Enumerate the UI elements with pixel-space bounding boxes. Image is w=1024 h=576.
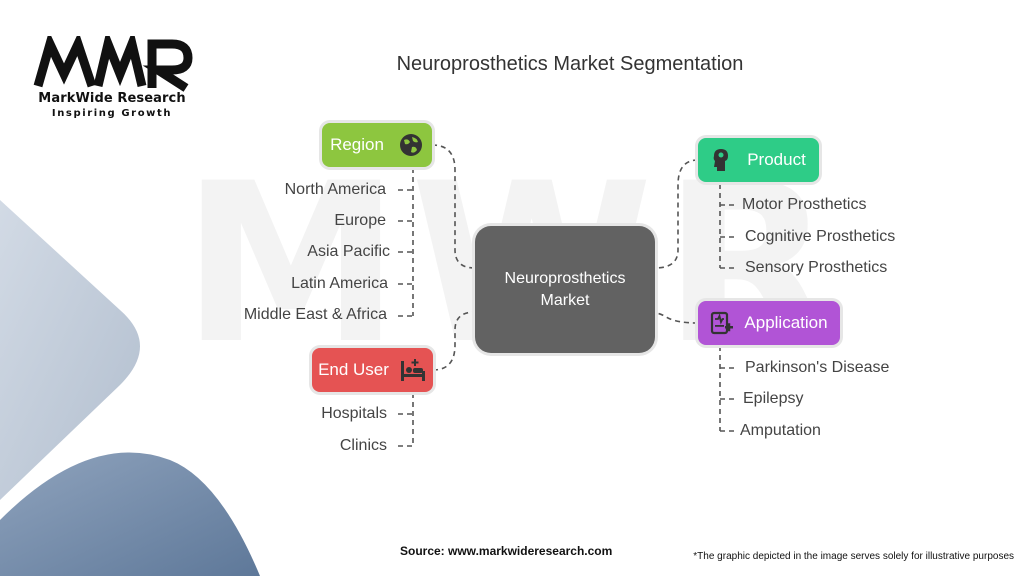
medical-report-icon bbox=[710, 310, 734, 336]
brand-logo: MarkWide Research Inspiring Growth bbox=[28, 29, 196, 126]
center-line-2: Market bbox=[540, 291, 590, 309]
application-item-2: Epilepsy bbox=[743, 390, 804, 407]
region-item-4: Latin America bbox=[291, 275, 388, 292]
end-user-item-2: Clinics bbox=[339, 437, 387, 454]
head-implant-icon bbox=[711, 147, 731, 173]
application-label: Application bbox=[744, 313, 828, 332]
product-item-1: Motor Prosthetics bbox=[742, 196, 867, 213]
mwr-logo-icon bbox=[33, 29, 193, 92]
hospital-bed-icon bbox=[399, 357, 427, 383]
globe-icon bbox=[398, 132, 424, 158]
brand-tagline: Inspiring Growth bbox=[51, 108, 173, 119]
application-item-1: Parkinson's Disease bbox=[745, 359, 890, 376]
source-credit: Source: www.markwideresearch.com bbox=[400, 544, 613, 558]
center-line-1: Neuroprosthetics bbox=[504, 269, 626, 287]
center-node: Neuroprosthetics Market bbox=[475, 226, 655, 353]
product-item-3: Sensory Prosthetics bbox=[745, 259, 888, 276]
segment-end-user: End User bbox=[312, 348, 433, 392]
region-item-5: Middle East & Africa bbox=[243, 306, 387, 323]
segment-product: Product bbox=[698, 138, 819, 182]
disclaimer-note: *The graphic depicted in the image serve… bbox=[693, 551, 1014, 562]
segment-application: Application bbox=[698, 301, 840, 345]
page-title: Neuroprosthetics Market Segmentation bbox=[396, 53, 744, 75]
region-item-3: Asia Pacific bbox=[307, 243, 390, 260]
brand-name: MarkWide Research bbox=[38, 91, 186, 106]
region-item-2: Europe bbox=[334, 212, 386, 229]
end-user-item-1: Hospitals bbox=[321, 405, 387, 422]
segment-region: Region bbox=[322, 123, 432, 167]
product-label: Product bbox=[747, 150, 806, 169]
application-item-3: Amputation bbox=[740, 422, 821, 439]
region-item-1: North America bbox=[284, 181, 386, 198]
end-user-label: End User bbox=[318, 360, 389, 379]
region-label: Region bbox=[330, 135, 384, 154]
product-item-2: Cognitive Prosthetics bbox=[745, 228, 896, 245]
